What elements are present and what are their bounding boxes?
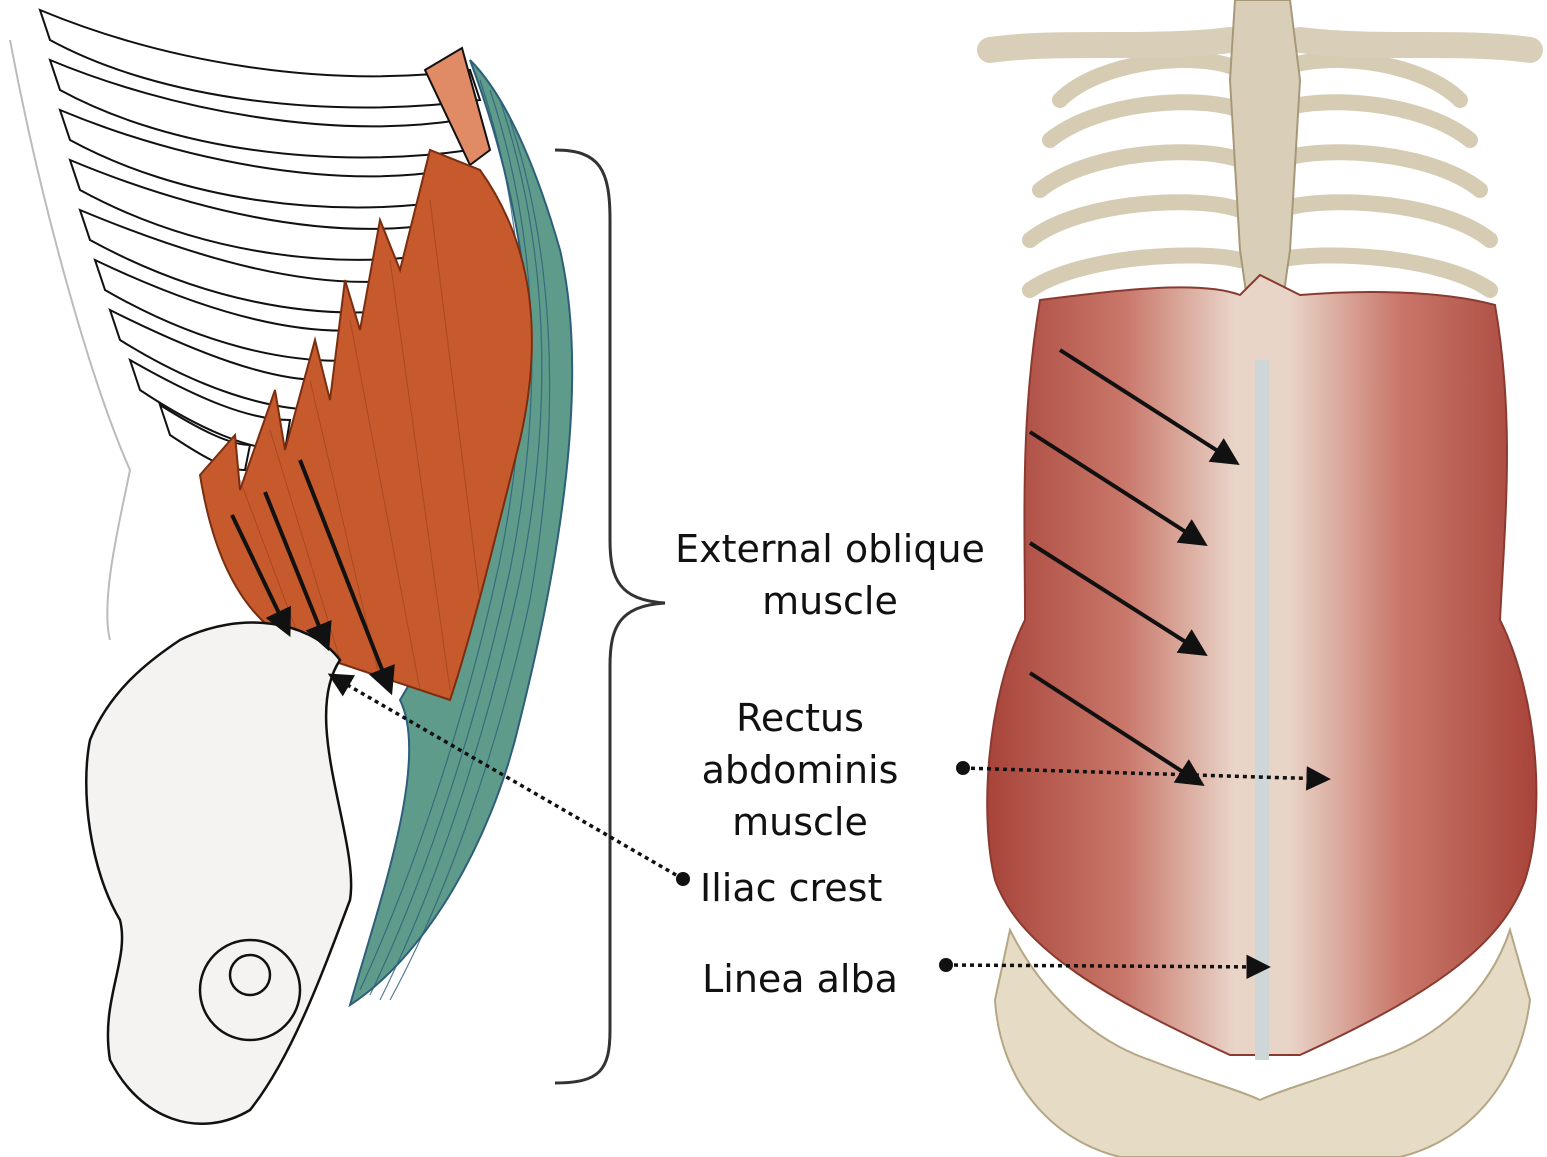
anterior-view [987, 0, 1536, 1157]
label-rectus-line2: abdominis [680, 744, 920, 796]
label-iliac-crest: Iliac crest [700, 862, 920, 914]
label-external-oblique: External oblique muscle [660, 523, 1000, 627]
label-rectus-abdominis: Rectus abdominis muscle [680, 692, 920, 848]
clavicle-left [990, 40, 1230, 50]
label-external-oblique-line2: muscle [660, 575, 1000, 627]
label-rectus-line1: Rectus [680, 692, 920, 744]
brace [555, 150, 665, 1083]
hip-bone [86, 623, 351, 1124]
label-rectus-line3: muscle [680, 796, 920, 848]
label-external-oblique-line1: External oblique [660, 523, 1000, 575]
linea-alba-line [1255, 360, 1269, 1060]
label-linea-alba: Linea alba [690, 953, 910, 1005]
clavicle-right [1300, 40, 1530, 50]
lateral-view-drawing [10, 10, 572, 1124]
sternum [1230, 0, 1300, 320]
